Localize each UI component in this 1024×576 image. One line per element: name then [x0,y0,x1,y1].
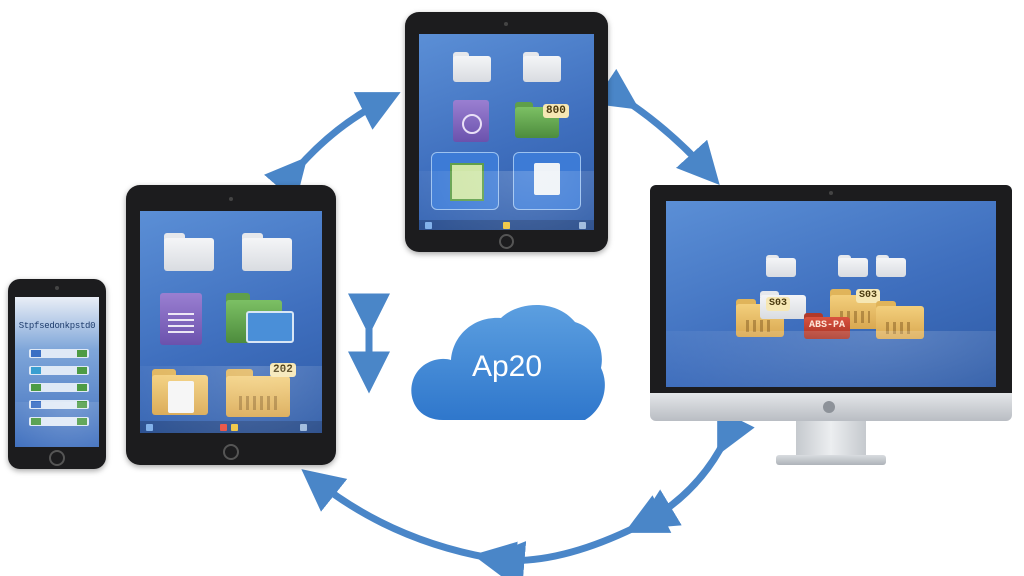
folder-icon[interactable] [152,369,208,415]
list-item-icon [31,418,41,425]
phone-list-item[interactable] [29,366,89,375]
list-item-icon [31,384,41,391]
folder-badge: S03 [766,297,791,311]
spreadsheet-icon [450,163,484,201]
arrow-left-tablet-to-top-tablet [264,92,401,203]
list-item-icon [31,367,41,374]
document-icon[interactable] [160,293,202,345]
list-item-icon [31,350,41,357]
folder-icon[interactable] [766,255,796,277]
monitor-logo [823,401,835,413]
folder-icon[interactable] [226,369,290,417]
document-icon[interactable] [453,100,489,142]
file-icon [168,381,194,413]
monitor-stand-neck [796,421,866,457]
start-icon[interactable] [425,222,432,229]
tablet-top-home-button[interactable] [499,234,514,249]
folder-icon[interactable] [876,301,924,339]
arrow-bottom-curve [482,495,672,576]
monitor-stand-base [776,455,886,465]
monitor-screen: S03 S03 ABS-PA [666,201,996,387]
app-tile[interactable] [513,152,581,210]
list-item-badge [77,367,87,374]
phone-camera [55,286,59,290]
folder-badge: S03 [856,289,881,303]
folder-icon[interactable] [164,233,214,271]
phone-list-item[interactable] [29,349,89,358]
app-tile[interactable] [431,152,499,210]
taskbar-app-icon[interactable] [579,222,586,229]
phone-list [29,349,89,426]
cloud-icon [411,305,605,420]
tablet-left-home-button[interactable] [223,444,239,460]
tablet-top-screen: 800 [419,34,594,230]
cloud-label: Ap20 [471,350,543,383]
tablet-top-camera [504,22,508,26]
monitor-camera [829,191,833,195]
taskbar [419,220,594,230]
taskbar-app-icon[interactable] [503,222,510,229]
taskbar [140,421,322,433]
window-icon [246,311,294,343]
folder-badge: ABS-PA [809,320,846,331]
phone-list-item[interactable] [29,400,89,409]
taskbar-app-icon[interactable] [300,424,307,431]
phone-list-item[interactable] [29,417,89,426]
tablet-left: 202 [126,185,336,465]
phone-list-item[interactable] [29,383,89,392]
phone-title: Stpfsedonkpstd0 [18,321,96,331]
tablet-left-screen: 202 [140,211,322,433]
folder-icon[interactable] [226,293,294,343]
start-icon[interactable] [146,424,153,431]
taskbar-app-icon[interactable] [220,424,227,431]
folder-icon[interactable] [242,233,292,271]
folder-icon[interactable] [453,52,491,82]
folder-badge: 202 [270,363,296,377]
monitor: S03 S03 ABS-PA [650,185,1012,467]
phone-screen: Stpfsedonkpstd0 [15,297,99,447]
smartphone: Stpfsedonkpstd0 [8,279,106,469]
taskbar-app-icon[interactable] [231,424,238,431]
monitor-bezel: S03 S03 ABS-PA [650,185,1012,393]
pen-document-icon [534,163,560,195]
folder-icon[interactable] [523,52,561,82]
tablet-top: 800 [405,12,608,252]
list-item-badge [77,401,87,408]
list-item-icon [31,401,41,408]
folder-badge: 800 [543,104,569,118]
arrow-bottom-to-left-tablet [301,469,518,576]
cloud: Ap20 [405,298,609,422]
list-item-badge [77,384,87,391]
tablet-left-camera [229,197,233,201]
monitor-chin [650,393,1012,421]
folder-icon[interactable] [876,255,906,277]
folder-icon[interactable] [838,255,868,277]
list-item-badge [77,350,87,357]
arrow-top-tablet-to-monitor [592,68,720,185]
list-item-badge [77,418,87,425]
phone-home-button[interactable] [49,450,65,466]
